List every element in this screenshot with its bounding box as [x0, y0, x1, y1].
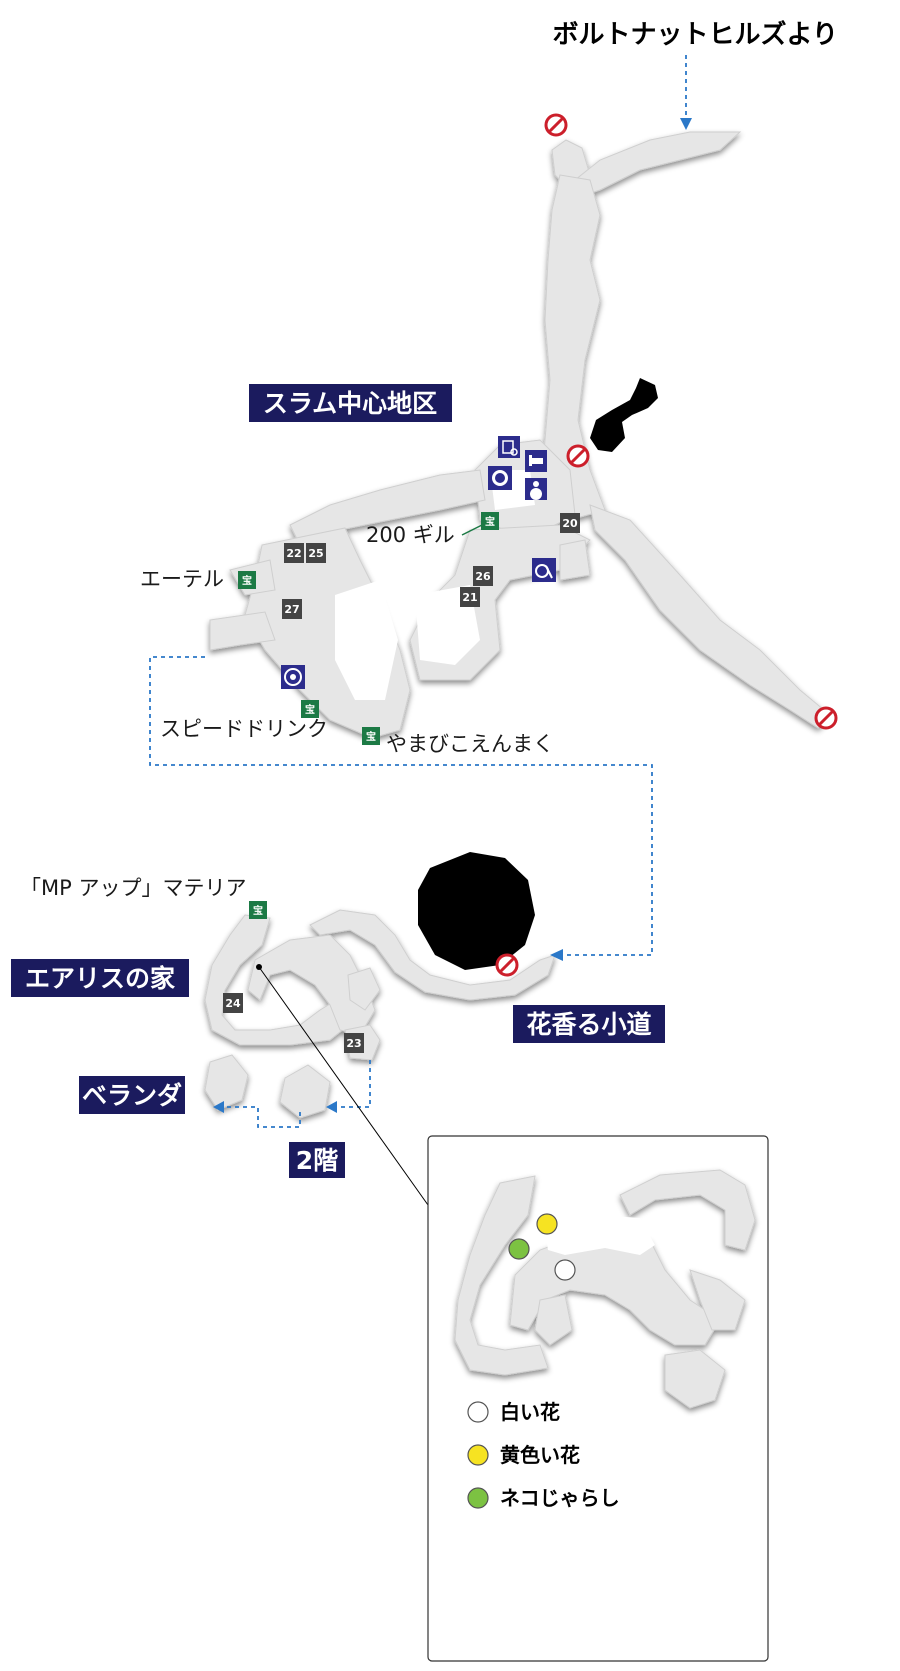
yellow-flower-marker [536, 1213, 558, 1235]
no-entry-icon [814, 706, 838, 730]
inset-pointer-dot [256, 964, 262, 970]
materia-shop-icon [488, 466, 512, 490]
area-label-slum-center: スラム中心地区 [249, 384, 452, 422]
treasure-label-gil: 200 ギル [366, 523, 455, 547]
treasure-chests: 宝 宝 宝 宝 宝 [238, 512, 499, 919]
music-icon [281, 665, 305, 689]
marker-21: 21 [462, 591, 477, 604]
chest-glyph: 宝 [485, 515, 495, 528]
marker-27: 27 [284, 603, 299, 616]
white-flower-marker [554, 1259, 576, 1281]
destination-label: ボルトナットヒルズより [553, 19, 838, 50]
area-label-second-floor: 2階 [289, 1142, 345, 1178]
number-markers: 20 21 22 23 24 25 26 27 [223, 513, 580, 1053]
svg-text:ベランダ: ベランダ [82, 1081, 182, 1110]
chest-glyph: 宝 [366, 730, 376, 743]
area-label-veranda: ベランダ [79, 1076, 185, 1114]
area-label-aerith-house: エアリスの家 [11, 959, 189, 997]
legend-label-yellow: 黄色い花 [500, 1443, 580, 1467]
no-entry-icon [566, 444, 590, 468]
unexplored-area-flower [418, 852, 535, 970]
svg-text:スラム中心地区: スラム中心地区 [263, 389, 437, 418]
legend: 白い花 黄色い花 ネコじゃらし [467, 1400, 620, 1510]
treasure-label-yamabiko: やまびこえんまく [386, 732, 554, 756]
no-entry-icon [544, 113, 568, 137]
legend-label-white: 白い花 [500, 1400, 560, 1424]
inset-pointer-line [258, 966, 429, 1206]
shop-icon [498, 436, 520, 458]
route-lines [149, 55, 687, 1128]
marker-22: 22 [286, 547, 301, 560]
legend-label-green: ネコじゃらし [500, 1486, 620, 1510]
chest-glyph: 宝 [305, 703, 315, 716]
no-entry-icon [495, 953, 519, 977]
veranda-map [204, 1054, 331, 1119]
svg-text:花香る小道: 花香る小道 [526, 1010, 651, 1039]
marker-26: 26 [475, 570, 491, 583]
area-label-flower-path: 花香る小道 [513, 1005, 665, 1043]
chest-glyph: 宝 [253, 904, 263, 917]
treasure-label-ether: エーテル [140, 567, 224, 591]
green-foxtail-marker [508, 1238, 530, 1260]
slum-map-corridors [209, 131, 831, 739]
route-arrows [213, 118, 692, 1113]
unexplored-area [590, 378, 658, 452]
garden-inset: 白い花 黄色い花 ネコじゃらし [427, 1135, 769, 1662]
svg-text:エアリスの家: エアリスの家 [25, 964, 175, 993]
chocobo-icon [525, 478, 547, 500]
vending-icon [532, 558, 556, 582]
chest-glyph: 宝 [242, 574, 252, 587]
treasure-label-speed-drink: スピードドリンク [160, 717, 328, 741]
inn-icon [525, 450, 547, 472]
svg-text:2階: 2階 [296, 1146, 338, 1175]
marker-20: 20 [562, 517, 578, 530]
marker-24: 24 [225, 997, 241, 1010]
marker-25: 25 [308, 547, 323, 560]
marker-23: 23 [346, 1037, 361, 1050]
treasure-label-mp-up: 「MP アップ」マテリア [20, 876, 246, 900]
